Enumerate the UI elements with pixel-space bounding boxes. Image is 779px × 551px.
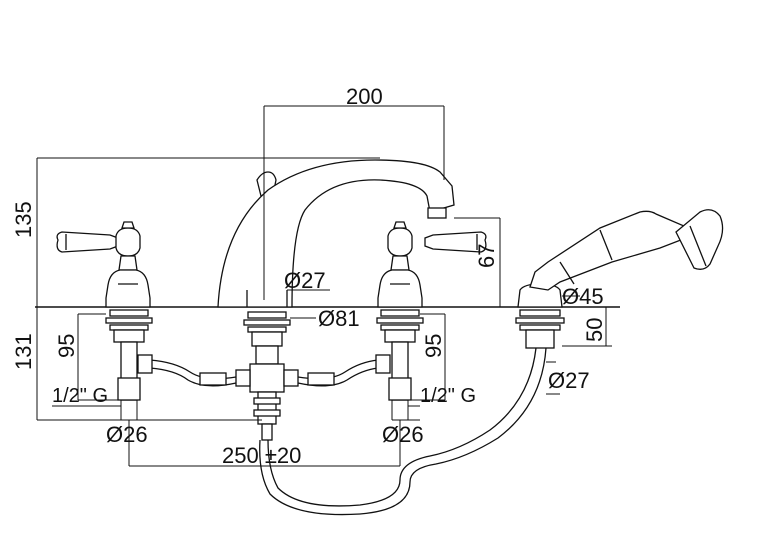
dim-shower-holder-diameter: Ø45 [562, 284, 604, 309]
dim-spout-outlet-height: 67 [474, 244, 499, 268]
spout-assembly [217, 159, 455, 441]
dim-shower-holder-depth: 50 [582, 318, 607, 342]
right-valve-body [377, 269, 423, 308]
dimension-lines [36, 105, 612, 467]
spout-body [217, 159, 455, 308]
dim-body-diameter-left: Ø26 [106, 422, 148, 447]
dim-connection-left: 1/2" G [52, 385, 108, 407]
dimension-labels: 200 135 67 Ø27 Ø81 131 95 95 1/2" G 1/2"… [11, 84, 607, 468]
dim-shank-right: 95 [421, 334, 446, 358]
shower-head [675, 209, 724, 270]
shower-hose [267, 347, 537, 507]
dim-spout-reach: 200 [346, 84, 383, 109]
right-handle-assembly [376, 221, 487, 401]
left-handle-assembly [56, 221, 153, 401]
right-lever [424, 231, 487, 253]
dim-spout-base-diameter: Ø27 [284, 268, 326, 293]
dim-deck-flange-diameter: Ø81 [318, 306, 360, 331]
dim-connection-right: 1/2" G [420, 385, 476, 407]
left-valve-body [105, 269, 151, 308]
hand-shower-assembly [259, 209, 724, 516]
dim-shank-left: 95 [54, 334, 79, 358]
dim-shower-hose-diameter: Ø27 [548, 368, 590, 393]
tee-connector [249, 363, 285, 393]
dim-below-deck-left: 131 [11, 333, 36, 370]
dim-total-height: 135 [11, 201, 36, 238]
flex-connectors [137, 354, 391, 387]
dim-centres: 250 ±20 [222, 443, 301, 468]
dim-body-diameter-right: Ø26 [382, 422, 424, 447]
